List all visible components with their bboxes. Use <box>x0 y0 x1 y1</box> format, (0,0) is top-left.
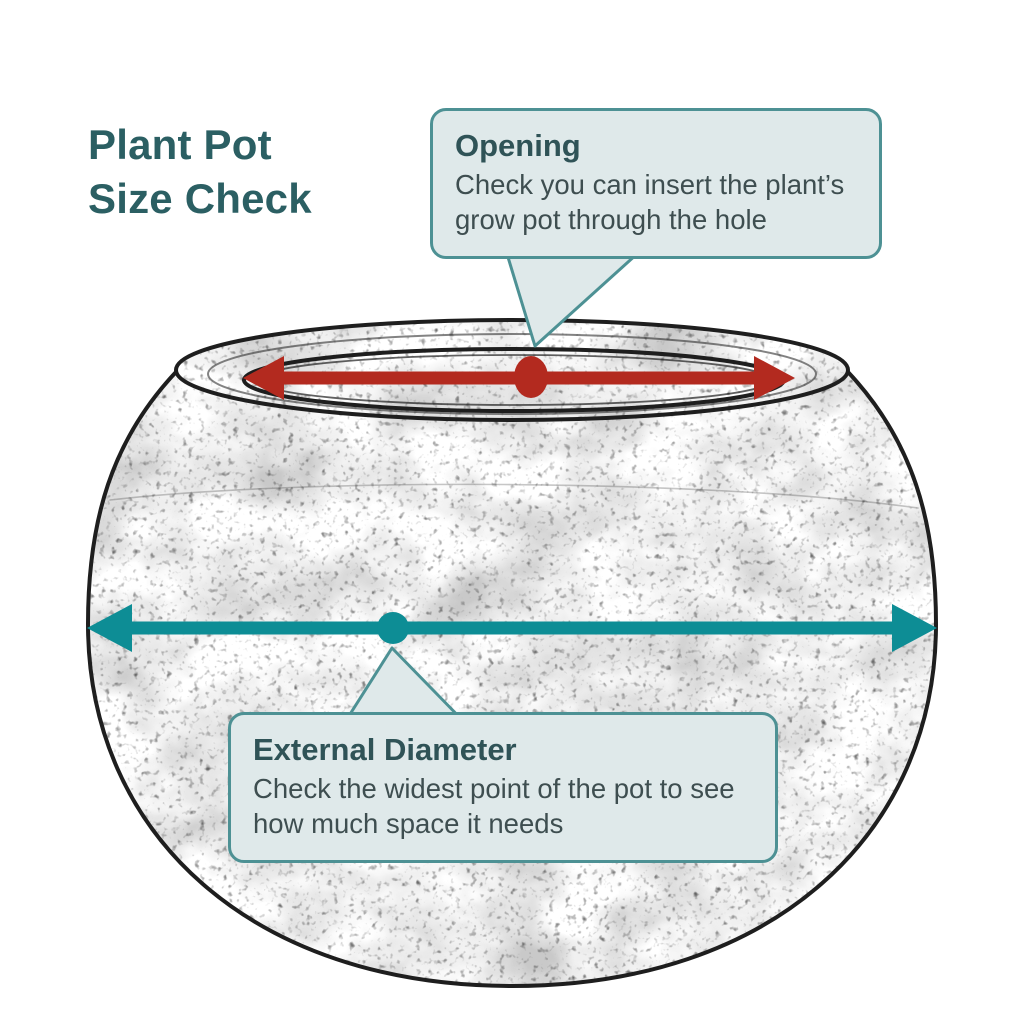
page-title-line2: Size Check <box>88 174 312 222</box>
diameter-arrow-left-head <box>87 604 132 652</box>
page-title-line1: Plant Pot <box>88 121 272 168</box>
pot-rim-outer <box>174 318 850 422</box>
external-diameter-callout: External Diameter Check the widest point… <box>228 712 778 864</box>
external-diameter-callout-heading: External Diameter <box>253 732 517 767</box>
diameter-arrow-right-head <box>892 604 937 652</box>
external-diameter-arrow <box>87 604 937 652</box>
pot-body-outline <box>85 370 939 989</box>
opening-callout: Opening Check you can insert the plant’s… <box>430 108 882 260</box>
page-title: Plant Pot Size Check <box>88 118 312 226</box>
diameter-anchor-dot <box>377 612 409 644</box>
opening-arrow-right-head <box>754 356 795 400</box>
pot-rim-mid <box>207 333 817 415</box>
external-diameter-callout-body: Check the widest point of the pot to see… <box>253 773 735 840</box>
opening-arrow-left-head <box>243 356 284 400</box>
pot-sketch-line <box>109 483 919 509</box>
opening-anchor-dot <box>514 356 548 398</box>
opening-callout-heading: Opening <box>455 128 581 163</box>
opening-callout-body: Check you can insert the plant’s grow po… <box>455 169 845 236</box>
